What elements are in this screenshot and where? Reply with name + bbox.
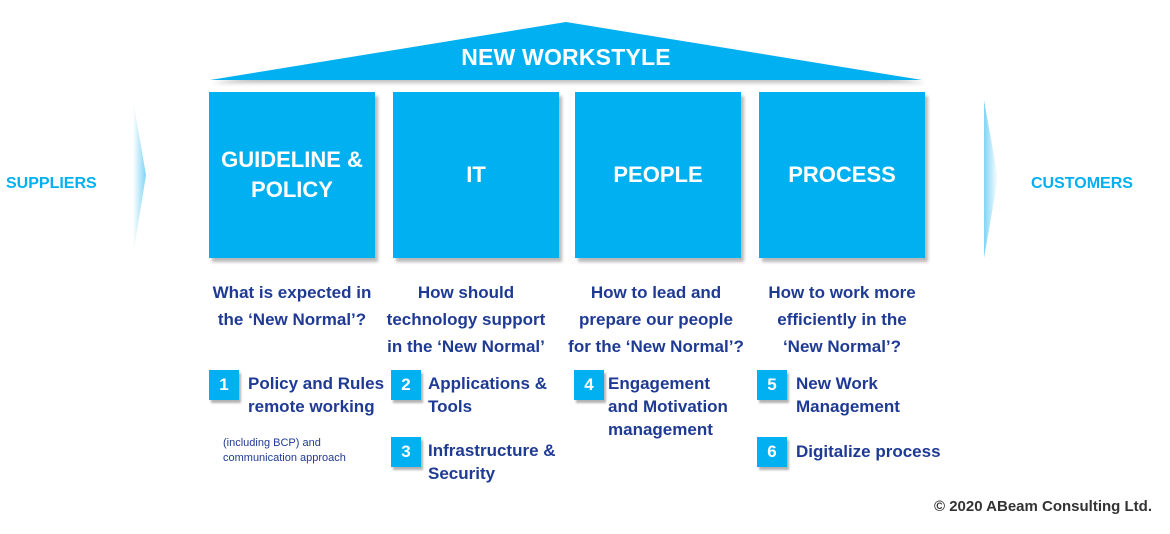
suppliers-label: SUPPLIERS bbox=[6, 175, 97, 192]
customers-label: CUSTOMERS bbox=[1031, 175, 1133, 192]
item-number-badge: 3 bbox=[391, 437, 421, 467]
item-text: Applications & Tools bbox=[428, 374, 548, 416]
pillar-label: PEOPLE bbox=[613, 162, 703, 187]
left-arrow-shape bbox=[133, 100, 146, 255]
pillar-guideline-policy: GUIDELINE & POLICY bbox=[209, 92, 375, 258]
roof-shape bbox=[210, 22, 922, 80]
item-text: Infrastructure & Security bbox=[428, 441, 556, 483]
item-text: Engagement and Motivation management bbox=[608, 374, 728, 439]
pillar-label: PROCESS bbox=[788, 162, 896, 187]
pillar-label: GUIDELINE & POLICY bbox=[221, 147, 363, 202]
pillar-label: IT bbox=[466, 162, 486, 187]
question-process: How to work more efficiently in the ‘New… bbox=[768, 283, 916, 356]
item-number-badge: 4 bbox=[574, 370, 604, 400]
item-number-badge: 2 bbox=[391, 370, 421, 400]
item-text: Digitalize process bbox=[796, 442, 941, 461]
pillar-people: PEOPLE bbox=[575, 92, 741, 258]
question-guideline-policy: What is expected in the ‘New Normal’? bbox=[212, 283, 372, 329]
pillar-process: PROCESS bbox=[759, 92, 925, 258]
item-text: New Work Management bbox=[796, 374, 900, 416]
question-people: How to lead and prepare our people for t… bbox=[568, 283, 744, 356]
item-number-badge: 6 bbox=[757, 437, 787, 467]
right-arrow-shape bbox=[984, 100, 998, 258]
pillar-it: IT bbox=[393, 92, 559, 258]
item-number-badge: 5 bbox=[757, 370, 787, 400]
item-note: (including BCP) and communication approa… bbox=[223, 437, 346, 464]
item-text: Policy and Rules remote working bbox=[248, 374, 385, 416]
roof-title: NEW WORKSTYLE bbox=[461, 44, 671, 70]
copyright-text: © 2020 ABeam Consulting Ltd. bbox=[933, 498, 1152, 515]
question-it: How should technology support in the ‘Ne… bbox=[386, 283, 546, 356]
item-number-badge: 1 bbox=[209, 370, 239, 400]
